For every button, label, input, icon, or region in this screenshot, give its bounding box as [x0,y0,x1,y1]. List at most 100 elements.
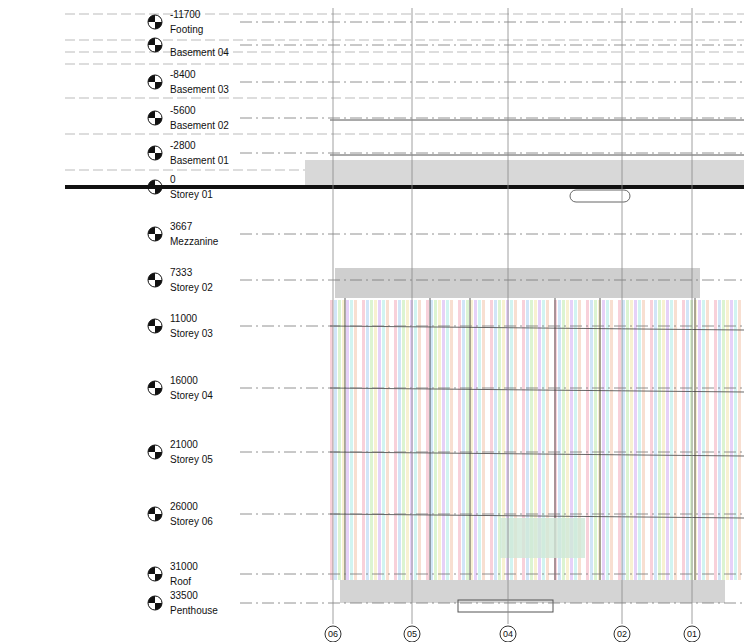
facade-fin [454,300,457,580]
level-name: Storey 03 [170,328,213,339]
facade-fin [406,300,409,580]
basement-outline [65,14,744,170]
facade-fin [714,300,717,580]
facade-fin [646,300,649,580]
level-marker [148,15,162,29]
level-line [240,514,744,515]
level-elevation: -11700 [170,9,200,20]
facade-fin [346,300,349,580]
facade-fin [386,300,389,580]
grid-bubble [404,626,420,642]
grid-label: 02 [617,629,627,640]
facade-fin [354,300,357,580]
facade-fin [342,300,345,580]
grid-bubble [325,626,341,642]
facade-fin [654,300,657,580]
facade-fin [458,300,461,580]
facade-fin [350,300,353,580]
facade-fin [614,300,617,580]
level-name: Footing [170,24,203,35]
facade-fin [642,300,645,580]
floor-line [330,514,744,518]
level-elevation: 7333 [170,267,192,278]
facade-fin [338,300,341,580]
facade-fin [742,300,744,580]
level-elevation: -2800 [170,140,196,151]
floor-line [330,388,744,392]
level-marker [148,381,162,395]
grid-line [333,8,334,624]
mullion [470,275,471,580]
facade-fin [726,300,729,580]
facade-fin [374,300,377,580]
facade-fin [698,300,701,580]
level-line [240,452,744,453]
level-name: Storey 05 [170,454,213,465]
floor-line [330,452,744,456]
grid-line [622,8,623,624]
facade-fin [422,300,425,580]
slab-line [330,155,744,156]
facade-fin [590,300,593,580]
penthouse-outline [458,600,553,612]
level-elevation: -8400 [170,69,196,80]
facade-fin [618,300,621,580]
entry-canopy [570,190,630,202]
grid-line [692,8,693,624]
facade-fin [658,300,661,580]
facade-fin [622,300,625,580]
facade-fin [430,300,433,580]
facade-fin [662,300,665,580]
facade-fin [394,300,397,580]
facade-fin [650,300,653,580]
level-name: Basement 02 [170,120,229,131]
level-marker [148,38,162,52]
grid-bubble [500,626,516,642]
level-name: Storey 06 [170,516,213,527]
facade-fin [674,300,677,580]
facade-fin [378,300,381,580]
facade-fin [702,300,705,580]
facade-fin [482,300,485,580]
level-line [240,280,744,281]
facade-fin [390,300,393,580]
facade-fin [358,300,361,580]
level-elevation: 16000 [170,375,198,386]
facade-fin [438,300,441,580]
grid-bubble [684,626,700,642]
basement-block [305,160,744,187]
level-name: Mezzanine [170,236,218,247]
facade-fin [370,300,373,580]
facade-fin [710,300,713,580]
grid-lines [325,8,700,642]
level-line [240,22,744,23]
level-marker [148,319,162,333]
level-line [240,118,744,119]
level-marker [148,596,162,610]
facade-fin [586,300,589,580]
grid-line [412,8,413,624]
facade-fin [450,300,453,580]
level-elevation: 0 [170,174,176,185]
level-marker [148,567,162,581]
grid-label: 06 [328,629,338,640]
grid-bubble [614,626,630,642]
level-name: Storey 01 [170,189,213,200]
level-marker [148,227,162,241]
facade-fin [610,300,613,580]
level-line [240,388,744,389]
level-line [240,45,744,46]
level-marker [148,507,162,521]
facade-fin [630,300,633,580]
level-marker [148,146,162,160]
facade-fin [686,300,689,580]
facade-fin [594,300,597,580]
facade-fin [718,300,721,580]
level-marker [148,445,162,459]
facade-fin [366,300,369,580]
facade-fin [462,300,465,580]
facade-fin [738,300,741,580]
mullion [600,275,601,580]
